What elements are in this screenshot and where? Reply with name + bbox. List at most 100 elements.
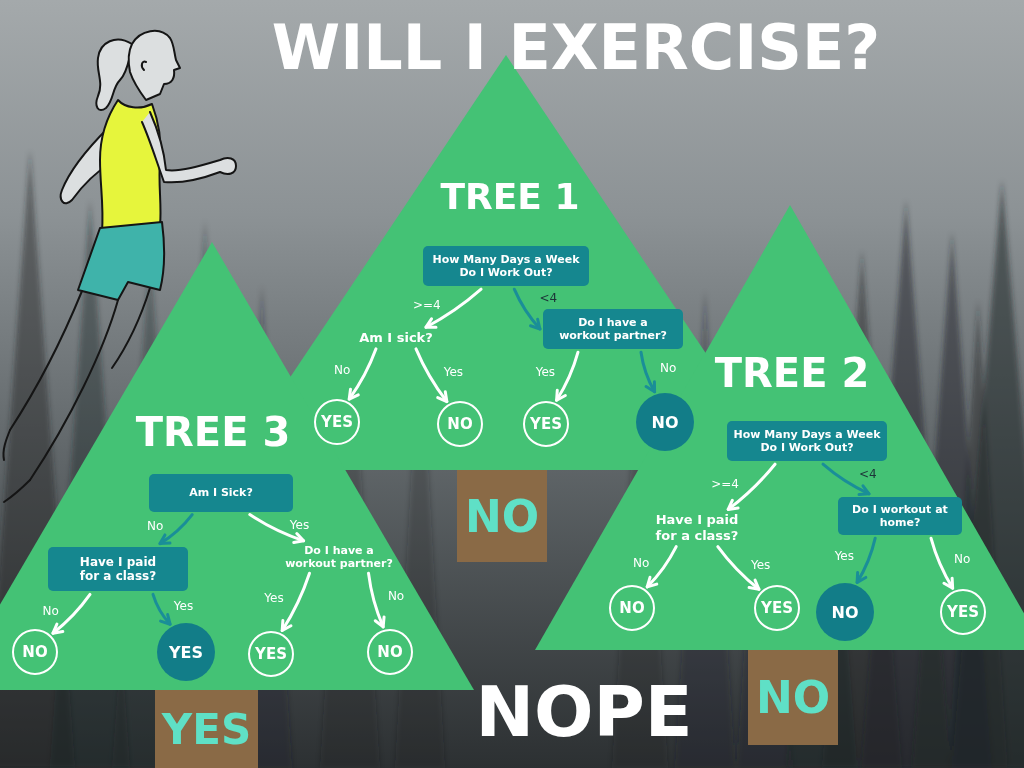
- arrow-line: [641, 352, 655, 392]
- decision-box: Do I have a workout partner?: [543, 309, 683, 349]
- arrow-line: [349, 349, 376, 399]
- decision-box: Have I paid for a class?: [48, 547, 188, 592]
- branch-label-holder: Yes: [264, 592, 283, 605]
- branch-label-holder: Yes: [290, 519, 309, 532]
- branch-label-holder: No: [43, 605, 59, 618]
- branch-label-holder: <4: [859, 468, 877, 481]
- tree-trunk: NO: [748, 650, 838, 745]
- branch-label-holder: No: [388, 590, 404, 603]
- arrow-head: [647, 577, 657, 587]
- vote-text: NO: [756, 672, 830, 723]
- tree-triangle: TREE 1 How Many Days a Week Do I Work Out…: [228, 55, 784, 470]
- branch-label: No: [388, 590, 404, 603]
- arrow-head: [857, 572, 866, 582]
- branch-label: No: [660, 362, 676, 375]
- leaf-circle: NO: [12, 629, 58, 675]
- branch-label-holder: Yes: [835, 550, 854, 563]
- decision-box: Am I Sick?: [149, 474, 293, 511]
- arrow-head: [749, 580, 759, 589]
- arrow-line: [857, 538, 875, 582]
- branch-label: Yes: [835, 550, 854, 563]
- leaf-text: YES: [169, 643, 203, 662]
- leaf-text: NO: [447, 415, 472, 433]
- leaf-filled-circle: NO: [816, 583, 874, 641]
- arrow-head: [646, 382, 655, 392]
- branch-label-holder: No: [147, 520, 163, 533]
- question-text: Have I paid for a class?: [645, 512, 749, 543]
- branch-label: Yes: [444, 366, 463, 379]
- leaf-text: YES: [255, 645, 287, 663]
- leaf-text: NO: [22, 643, 47, 661]
- branch-label: No: [147, 520, 163, 533]
- decision-box: How Many Days a Week Do I Work Out?: [727, 421, 887, 461]
- leaf-circle: YES: [314, 399, 360, 445]
- arrow-line: [514, 289, 540, 329]
- arrow-line: [369, 573, 384, 627]
- arrow-head: [160, 535, 170, 544]
- branch-label-holder: Yes: [536, 366, 555, 379]
- arrow-connector: [369, 573, 385, 627]
- leaf-text: NO: [652, 413, 679, 432]
- box-text: How Many Days a Week Do I Work Out?: [733, 428, 881, 454]
- verdict-label-holder: NOPE: [475, 674, 692, 751]
- leaf-circle: YES: [523, 401, 569, 447]
- tree-title: TREE 2: [715, 351, 870, 395]
- branch-label-holder: Yes: [444, 366, 463, 379]
- branch-label-holder: >=4: [711, 478, 739, 491]
- branch-label: Yes: [536, 366, 555, 379]
- decision-box: How Many Days a Week Do I Work Out?: [423, 246, 589, 286]
- question-text: Do I have a workout partner?: [280, 544, 398, 570]
- box-text: How Many Days a Week Do I Work Out?: [431, 253, 581, 279]
- branch-label-holder: Yes: [751, 559, 770, 572]
- leaf-circle: YES: [754, 585, 800, 631]
- tree-outline: [0, 242, 474, 690]
- branch-label-holder: No: [660, 362, 676, 375]
- arrow-connector: [282, 573, 309, 630]
- branch-label: Yes: [751, 559, 770, 572]
- leaf-circle: YES: [248, 631, 294, 677]
- arrow-head: [282, 621, 291, 631]
- tree-shape: [0, 242, 474, 690]
- arrow-line: [160, 515, 192, 544]
- leaf-circle: NO: [609, 585, 655, 631]
- branch-label: >=4: [711, 478, 739, 491]
- main-title-holder: WILL I EXERCISE?: [272, 14, 881, 82]
- branch-label: No: [954, 553, 970, 566]
- vote-text: NO: [465, 491, 539, 542]
- branch-label-holder: No: [954, 553, 970, 566]
- tree-trunk: NO: [457, 470, 547, 562]
- arrow-head: [531, 319, 540, 329]
- arrow-head: [53, 624, 63, 633]
- arrow-connector: [153, 594, 170, 624]
- branch-label: No: [633, 557, 649, 570]
- arrow-head: [557, 390, 566, 400]
- tree-title-holder: TREE 2: [715, 351, 870, 395]
- leaf-text: NO: [832, 603, 859, 622]
- arrow-head: [375, 617, 384, 627]
- tree-trunk: YES: [155, 690, 258, 768]
- box-text: Do I have a workout partner?: [553, 316, 673, 342]
- box-text: Am I Sick?: [156, 486, 286, 499]
- tree-title: TREE 3: [136, 410, 291, 454]
- leaf-text: NO: [619, 599, 644, 617]
- branch-label-holder: Yes: [174, 600, 193, 613]
- branch-label: <4: [859, 468, 877, 481]
- tree-title-holder: TREE 1: [440, 177, 579, 217]
- branch-label: >=4: [413, 299, 441, 312]
- leaf-filled-circle: NO: [636, 393, 694, 451]
- arrow-line: [153, 594, 170, 624]
- main-title: WILL I EXERCISE?: [272, 14, 881, 82]
- tree-title: TREE 1: [440, 177, 579, 217]
- branch-label-holder: <4: [539, 292, 557, 305]
- branch-label-holder: No: [633, 557, 649, 570]
- branch-label-holder: >=4: [413, 299, 441, 312]
- leaf-filled-circle: YES: [157, 623, 215, 681]
- arrow-line: [931, 538, 953, 588]
- arrow-line: [647, 547, 676, 587]
- branch-label-holder: No: [334, 364, 350, 377]
- arrow-line: [282, 573, 309, 630]
- tree-shape: [535, 205, 1024, 650]
- arrow-head: [728, 500, 738, 509]
